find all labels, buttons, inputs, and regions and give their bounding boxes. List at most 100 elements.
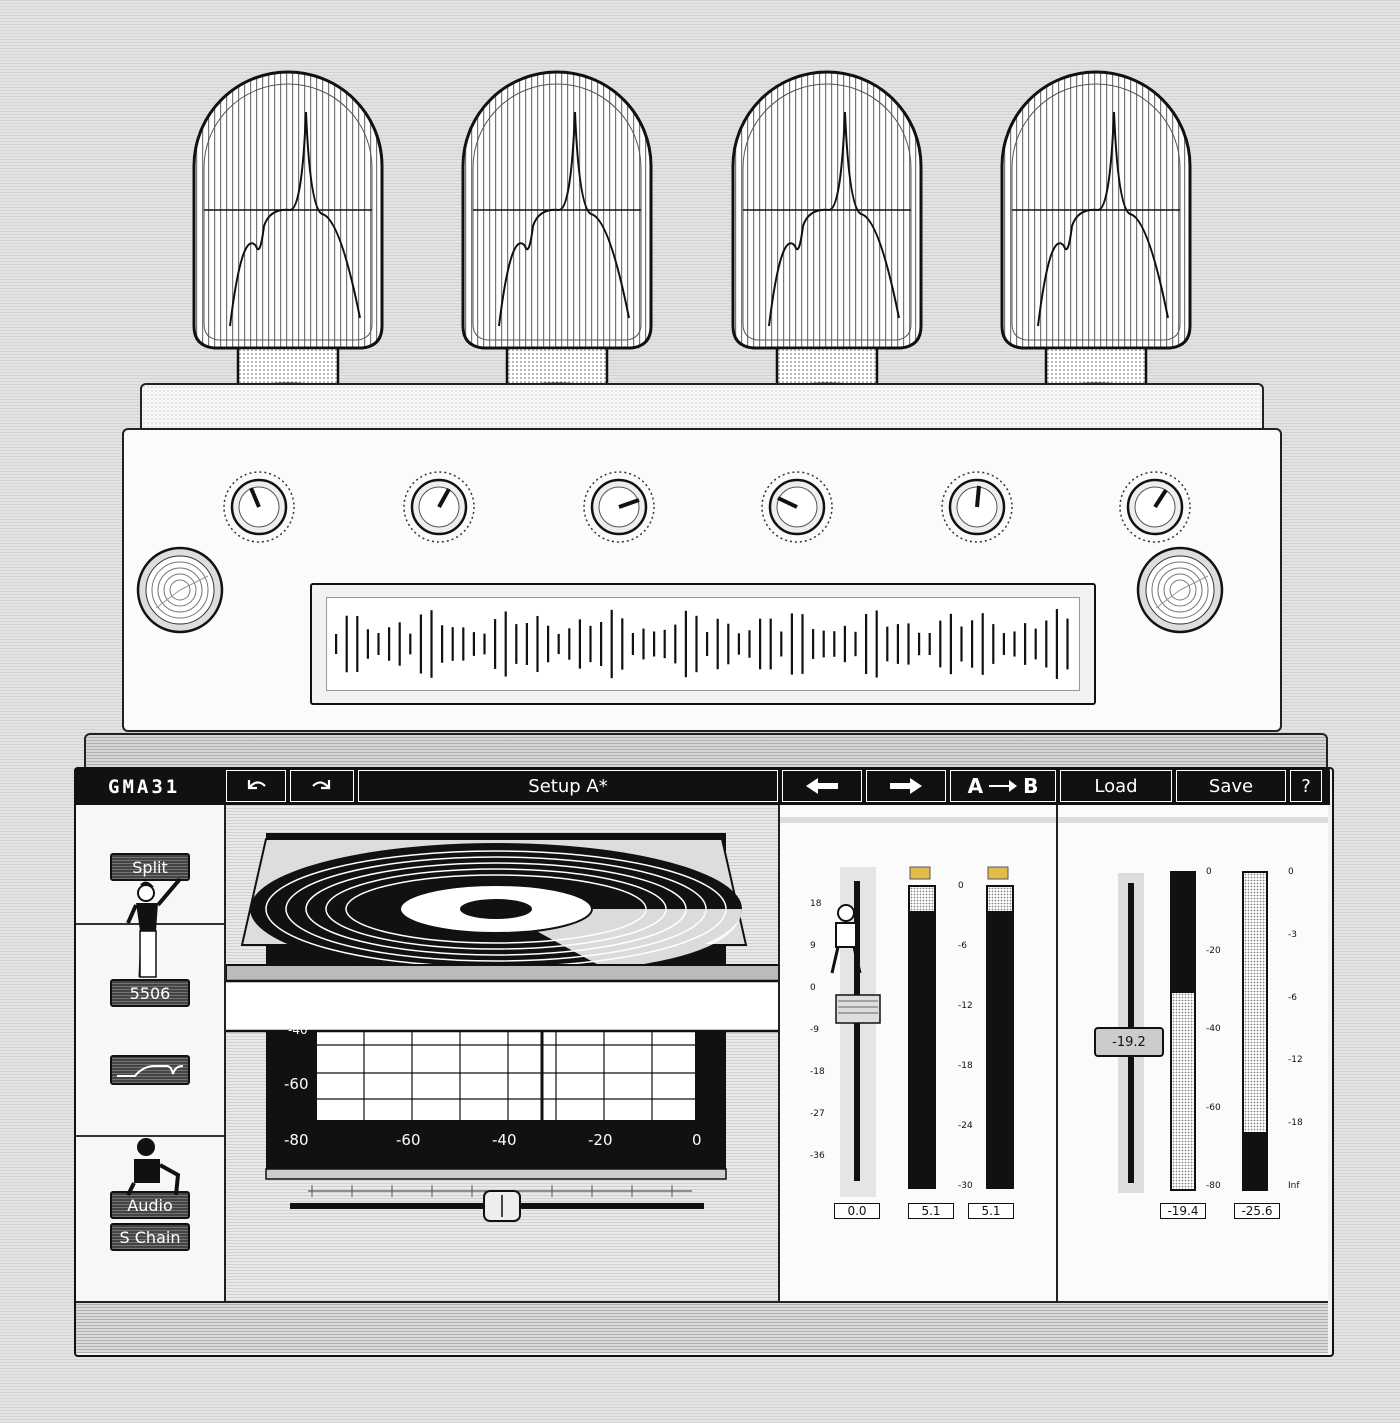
waveform-bars xyxy=(335,609,1069,679)
scale-label: 9 xyxy=(810,941,816,951)
waveform-bar xyxy=(737,633,740,655)
scale-label: -30 xyxy=(958,1181,973,1191)
preset-name-display[interactable]: Setup A* xyxy=(358,770,778,802)
amp-top-surface xyxy=(140,383,1264,431)
waveform-bar xyxy=(907,623,910,665)
waveform-bar xyxy=(547,625,550,663)
waveform-bar xyxy=(483,633,486,655)
ab-label-b: B xyxy=(1023,774,1039,798)
waveform-bar xyxy=(960,626,963,662)
undo-button[interactable] xyxy=(226,770,286,802)
waveform-bar xyxy=(621,618,624,670)
waveform-bar xyxy=(759,618,762,670)
ab-label-a: A xyxy=(967,774,984,798)
waveform-bar xyxy=(928,633,931,655)
fader-value: 0.0 xyxy=(847,1204,867,1218)
big-knob-left[interactable] xyxy=(136,546,224,634)
gain-reduction-meter xyxy=(1242,871,1268,1191)
graph-y-label: -40 xyxy=(288,1023,308,1037)
scale-label: -27 xyxy=(810,1109,825,1119)
divider xyxy=(76,1135,224,1137)
load-button[interactable]: Load xyxy=(1060,770,1172,802)
waveform-bar xyxy=(727,623,730,665)
scale-label: -9 xyxy=(810,1025,819,1035)
schain-label: S Chain xyxy=(119,1227,181,1247)
waveform-bar xyxy=(653,631,656,657)
waveform-bar xyxy=(345,615,348,673)
audio-label: Audio xyxy=(127,1195,173,1215)
waveform-bar xyxy=(790,613,793,675)
waveform-bar xyxy=(377,632,380,656)
gr-value-readout: -25.6 xyxy=(1234,1203,1280,1219)
waveform-screen xyxy=(326,597,1080,691)
knob-6[interactable] xyxy=(1118,470,1192,544)
save-button[interactable]: Save xyxy=(1176,770,1286,802)
threshold-slider-handle[interactable]: -19.2 xyxy=(1094,1027,1164,1057)
waveform-bar xyxy=(1055,609,1058,679)
waveform-bar xyxy=(896,624,899,664)
knob-1[interactable] xyxy=(222,470,296,544)
scale-label: -6 xyxy=(1288,992,1297,1003)
output-meter-right xyxy=(986,885,1014,1189)
scale-label: -18 xyxy=(810,1067,825,1077)
waveform-bar xyxy=(992,624,995,664)
input-level-meter xyxy=(1170,871,1196,1191)
audio-button[interactable]: Audio xyxy=(110,1191,190,1219)
scale-label: 18 xyxy=(810,899,822,909)
waveform-bar xyxy=(716,618,719,670)
big-knob-right[interactable] xyxy=(1136,546,1224,634)
vacuum-tube-3 xyxy=(729,68,925,423)
prev-preset-button[interactable] xyxy=(782,770,862,802)
waveform-bar xyxy=(525,623,528,665)
waveform-display xyxy=(310,583,1096,705)
ab-copy-button[interactable]: A B xyxy=(950,770,1056,802)
graph-drawer-art xyxy=(226,833,778,1222)
waveform-bar xyxy=(419,614,422,674)
waveform-bar xyxy=(494,619,497,669)
eq-drawer-slider[interactable] xyxy=(484,1189,524,1223)
help-label: ? xyxy=(1301,775,1311,797)
tube-graphic xyxy=(461,70,653,422)
waveform-bar xyxy=(462,627,465,661)
arrow-right-icon xyxy=(890,778,922,794)
threshold-handle-value: -19.2 xyxy=(1112,1034,1146,1050)
preset-name: Setup A* xyxy=(528,775,608,797)
waveform-bar xyxy=(1066,618,1069,670)
waveform-bar xyxy=(642,628,645,660)
curve-shape-button[interactable] xyxy=(110,1055,190,1085)
vacuum-tube-1 xyxy=(190,68,386,423)
graph-x-label: -40 xyxy=(492,1131,517,1149)
knob-3[interactable] xyxy=(582,470,656,544)
panel-shelf xyxy=(84,733,1328,771)
scale-label: -12 xyxy=(1288,1055,1303,1066)
waveform-bar xyxy=(441,625,444,663)
scale-label: -3 xyxy=(1288,929,1297,940)
split-button[interactable]: Split xyxy=(110,853,190,881)
waveform-bar xyxy=(769,618,772,670)
meter-right-value: 5.1 xyxy=(981,1204,1001,1218)
mode-button[interactable]: 5506 xyxy=(110,979,190,1007)
knob-5[interactable] xyxy=(940,470,1014,544)
meter-left-readout: 5.1 xyxy=(908,1203,954,1219)
knob-2[interactable] xyxy=(402,470,476,544)
scale-label: -20 xyxy=(1206,945,1221,956)
redo-button[interactable] xyxy=(290,770,354,802)
next-preset-button[interactable] xyxy=(866,770,946,802)
waveform-bar xyxy=(822,630,825,658)
waveform-bar xyxy=(843,625,846,663)
scale-label: -60 xyxy=(1206,1102,1221,1113)
waveform-bar xyxy=(886,626,889,662)
knob-4[interactable] xyxy=(760,470,834,544)
input-value: -19.4 xyxy=(1167,1204,1199,1218)
meter-right-readout: 5.1 xyxy=(968,1203,1014,1219)
waveform-bar xyxy=(1045,620,1048,668)
waveform-bar xyxy=(568,628,571,660)
waveform-bar xyxy=(812,629,815,659)
help-button[interactable]: ? xyxy=(1290,770,1322,802)
waveform-bar xyxy=(695,615,698,673)
waveform-bar xyxy=(1013,631,1016,657)
waveform-bar xyxy=(748,630,751,658)
sidechain-button[interactable]: S Chain xyxy=(110,1223,190,1251)
fader-value-readout[interactable]: 0.0 xyxy=(834,1203,880,1219)
split-label: Split xyxy=(132,857,168,877)
